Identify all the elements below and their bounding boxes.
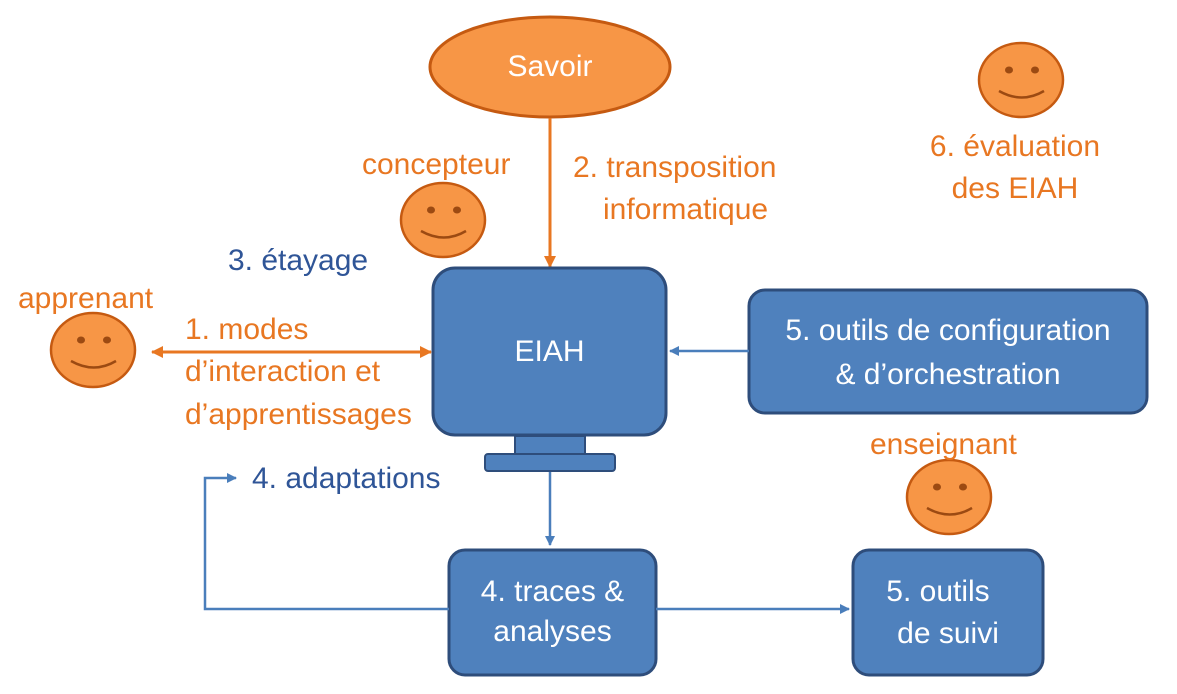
modes-label-line3: d’apprentissages xyxy=(185,398,412,431)
etayage-label: 3. étayage xyxy=(228,244,369,277)
suivi-node xyxy=(851,548,1045,677)
smiley-face-icon xyxy=(49,311,137,389)
eiah-label: EIAH xyxy=(514,335,585,368)
eiah-monitor-base xyxy=(484,453,616,472)
eiah-monitor-neck xyxy=(514,435,586,455)
config-label-line1: 5. outils de configuration xyxy=(785,314,1111,347)
concepteur-label: concepteur xyxy=(362,148,511,181)
smiley-face-icon xyxy=(399,181,487,259)
savoir-label: Savoir xyxy=(507,50,593,83)
config-label-line2: & d’orchestration xyxy=(835,358,1061,391)
traces-node xyxy=(447,548,658,677)
transposition-label-line2: informatique xyxy=(603,193,769,226)
traces-label-line1: 4. traces & xyxy=(480,575,625,608)
arrow-adaptations-loop xyxy=(203,473,449,611)
enseignant-label: enseignant xyxy=(870,428,1017,461)
modes-label-line2: d’interaction et xyxy=(185,355,381,388)
smiley-face-icon xyxy=(977,41,1065,119)
traces-label-line2: analyses xyxy=(493,615,612,648)
evaluation-label-line2: des EIAH xyxy=(951,172,1079,205)
suivi-label-line2: de suivi xyxy=(897,617,999,650)
savoir-node xyxy=(428,15,672,119)
modes-label-line1: 1. modes xyxy=(185,313,309,346)
suivi-label-line1: 5. outils xyxy=(886,575,990,608)
evaluation-label-line1: 6. évaluation xyxy=(929,130,1101,163)
transposition-label-line1: 2. transposition xyxy=(573,151,777,184)
apprenant-label: apprenant xyxy=(18,282,154,315)
smiley-face-icon xyxy=(905,458,993,536)
adaptations-label: 4. adaptations xyxy=(252,462,441,495)
